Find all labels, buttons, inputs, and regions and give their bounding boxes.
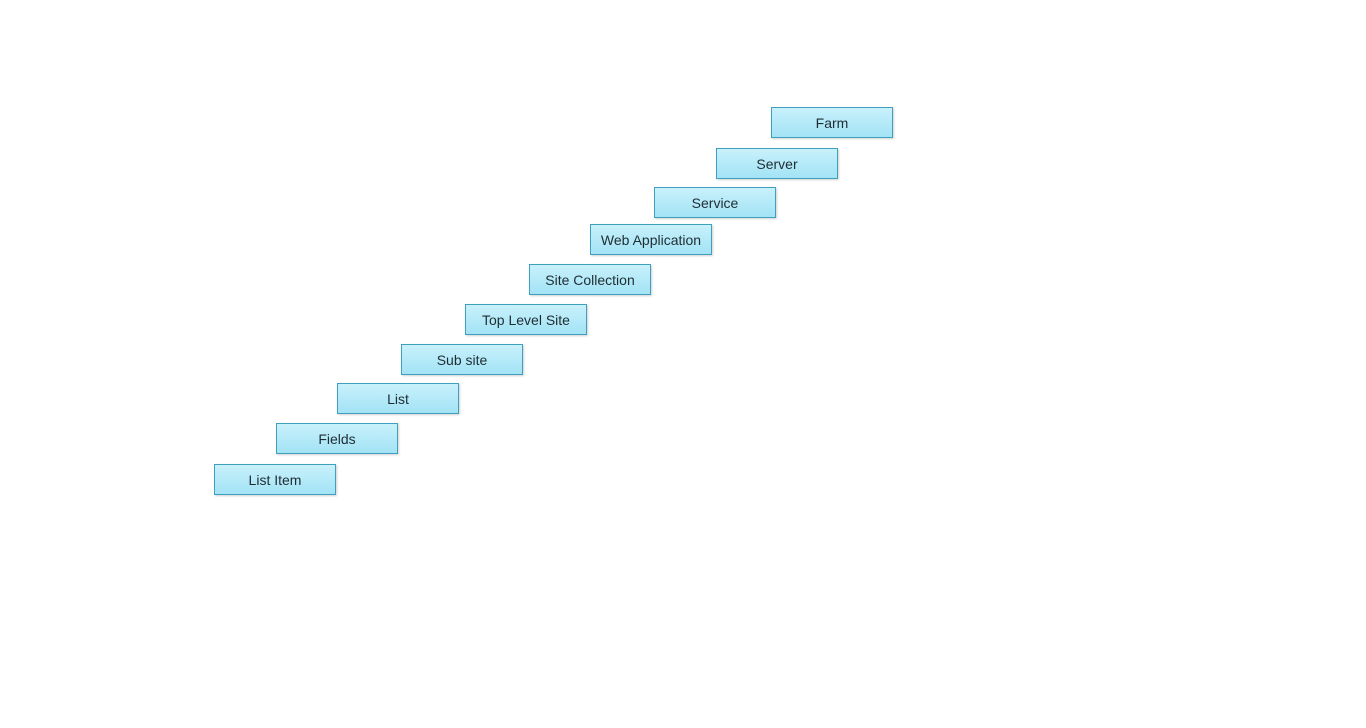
step-list: List [337,383,459,414]
step-server: Server [716,148,838,179]
step-top-level-site: Top Level Site [465,304,587,335]
step-site-collection: Site Collection [529,264,651,295]
step-label: Service [691,194,739,211]
step-label: Sub site [436,351,488,368]
step-label: Farm [815,114,849,131]
step-label: Web Application [600,231,702,248]
step-label: List [387,390,409,407]
step-list-item: List Item [214,464,336,495]
step-fields: Fields [276,423,398,454]
step-web-application: Web Application [590,224,712,255]
step-farm: Farm [771,107,893,138]
step-label: List Item [248,471,302,488]
step-service: Service [654,187,776,218]
step-label: Site Collection [545,271,635,288]
step-label: Top Level Site [482,311,570,328]
step-label: Server [756,155,798,172]
step-label: Fields [318,430,356,447]
step-sub-site: Sub site [401,344,523,375]
